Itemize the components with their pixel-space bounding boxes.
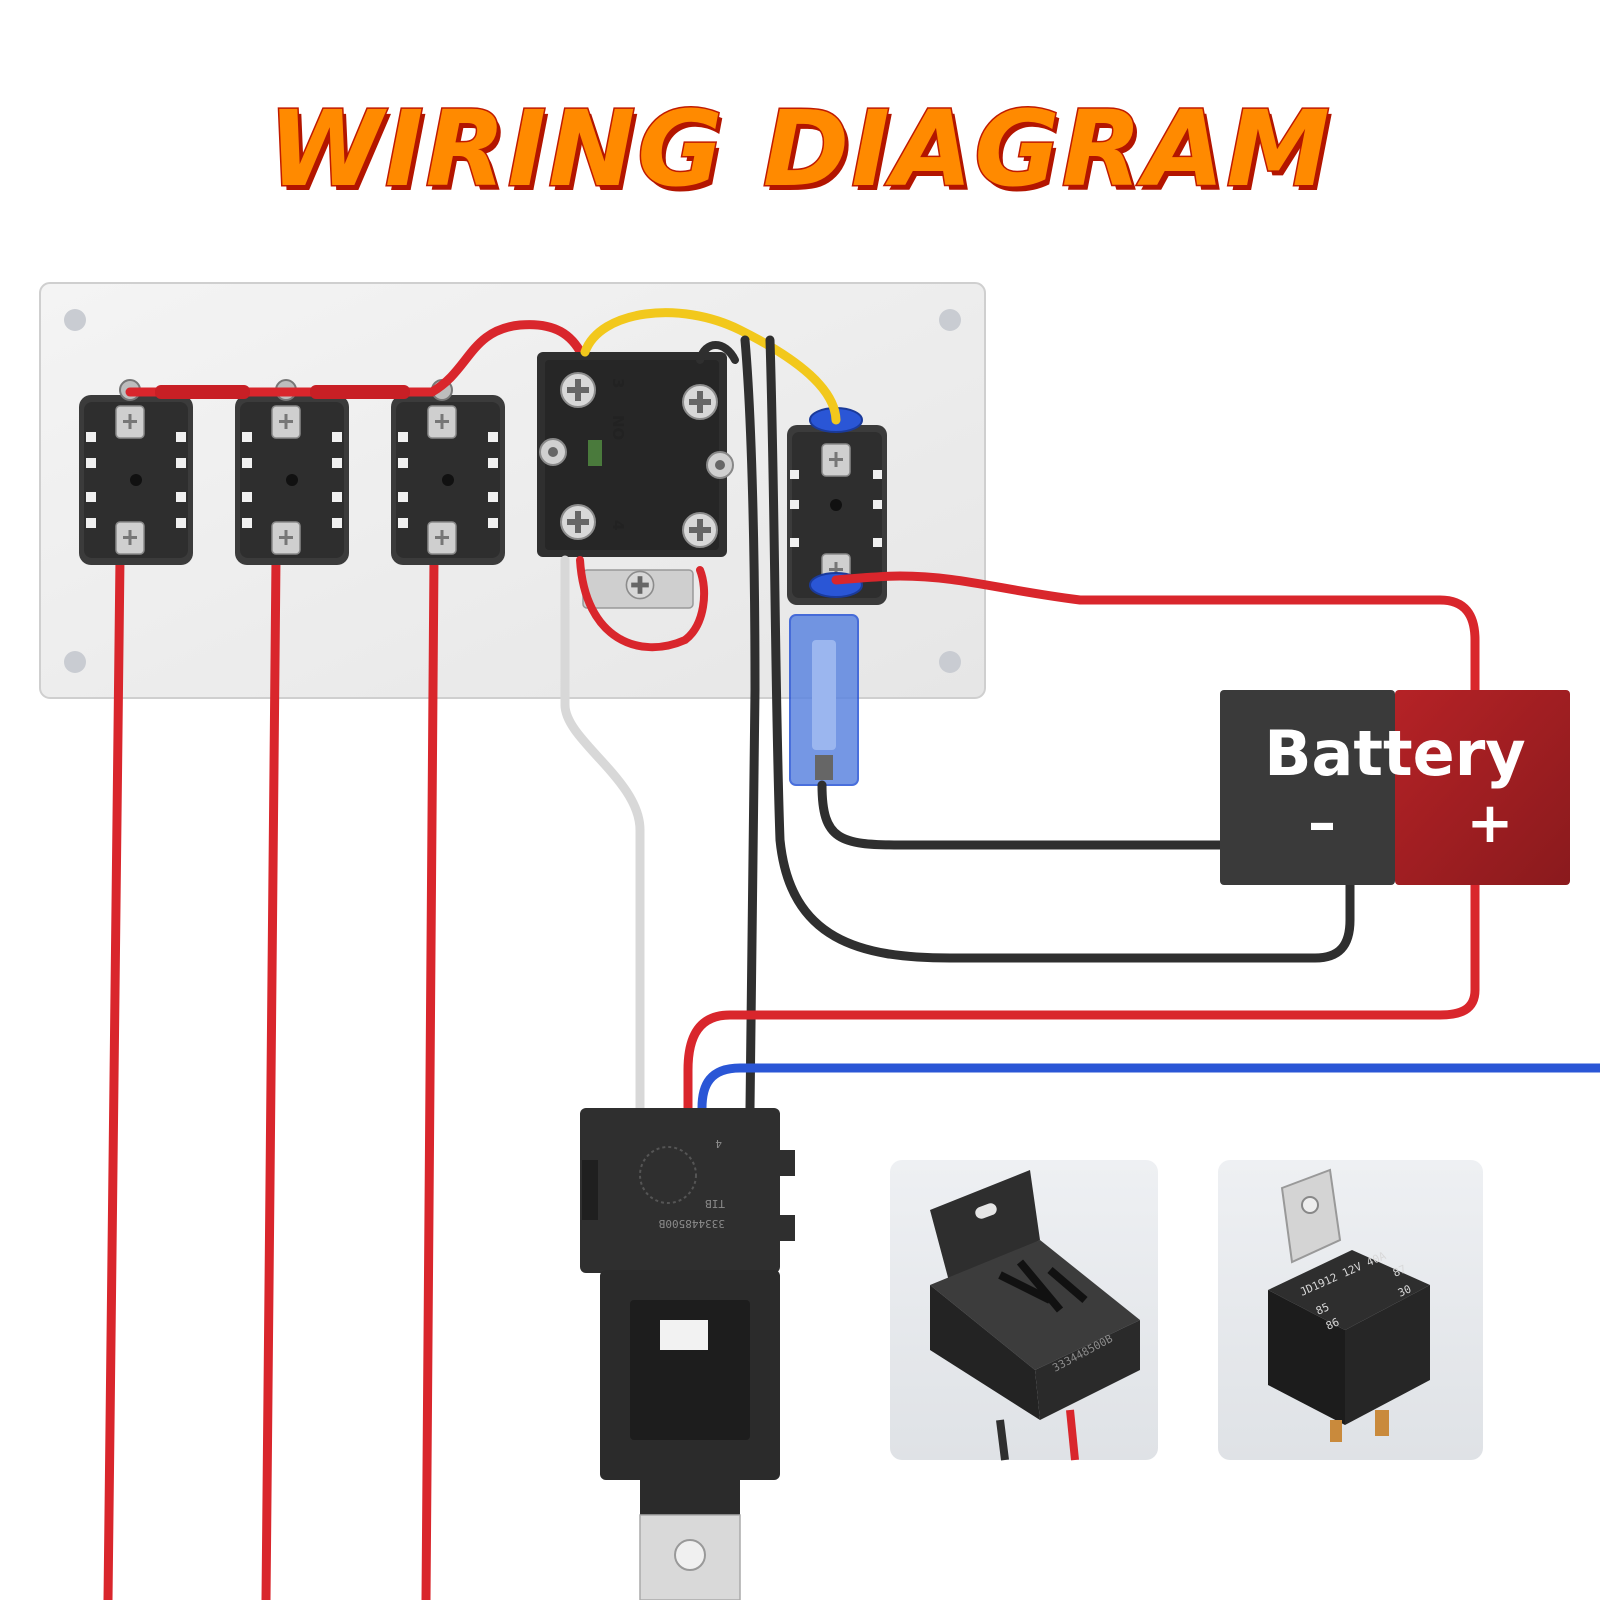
blue-wire: [697, 1063, 1600, 1113]
relay-cube-photo-card: JD1912 12V 40A 87 30 85 86: [1218, 1160, 1483, 1460]
yellow-wire: [580, 308, 841, 425]
relay-cube-pin-30: 30: [1396, 1282, 1413, 1299]
relay-assembly: 4 TIB 333448500B: [580, 1108, 795, 1600]
indicator-switch: [787, 407, 887, 605]
black-wire-negative-loop: [765, 335, 1355, 963]
switch-output-wires: [103, 553, 439, 1600]
battery-negative-label: –: [1308, 791, 1336, 856]
terminal-label-4: 4: [609, 520, 627, 530]
relay-socket-marking-top: 4: [715, 1137, 722, 1150]
relay-cube-pin-85: 85: [1314, 1300, 1331, 1317]
switch-3-output-wire: [421, 553, 439, 1600]
diagram-title: WIRING DIAGRAM: [267, 87, 1332, 212]
relay-cube-pin-87: 87: [1391, 1262, 1408, 1279]
rocker-switch-2: [235, 379, 349, 565]
red-positive-wires: [683, 571, 1480, 1113]
switch-2-output-wire: [261, 553, 281, 1600]
relay-socket-photo-card: 333448500B: [890, 1160, 1158, 1461]
black-wires: [696, 335, 1355, 1113]
red-wire-switch-feed: [831, 571, 1480, 700]
spade-connector: [789, 614, 859, 786]
white-wire: [560, 555, 645, 1113]
relay-cube-pin-86: 86: [1324, 1315, 1341, 1332]
jumper-sleeve-2: [310, 385, 410, 399]
black-wire-negative: [817, 780, 1225, 850]
red-wire-relay-feed: [683, 880, 1480, 1113]
terminal-label-no: NO: [609, 415, 627, 440]
power-switch: 3 NO 4: [537, 352, 734, 609]
switch-1-output-wire: [103, 553, 125, 1600]
jumper-sleeve-1: [155, 385, 250, 399]
rocker-switch-3: [391, 379, 505, 565]
battery: Battery – +: [1220, 690, 1570, 885]
relay-socket-code: 333448500B: [658, 1217, 725, 1230]
relay-socket-logo: TIB: [705, 1197, 725, 1210]
rocker-switch-1: [79, 379, 193, 565]
power-switch-loop-wire: [576, 556, 709, 652]
battery-label: Battery: [1264, 717, 1525, 790]
battery-positive-label: +: [1467, 791, 1514, 856]
black-wire-relay: [740, 335, 760, 1113]
terminal-label-3: 3: [609, 378, 627, 388]
